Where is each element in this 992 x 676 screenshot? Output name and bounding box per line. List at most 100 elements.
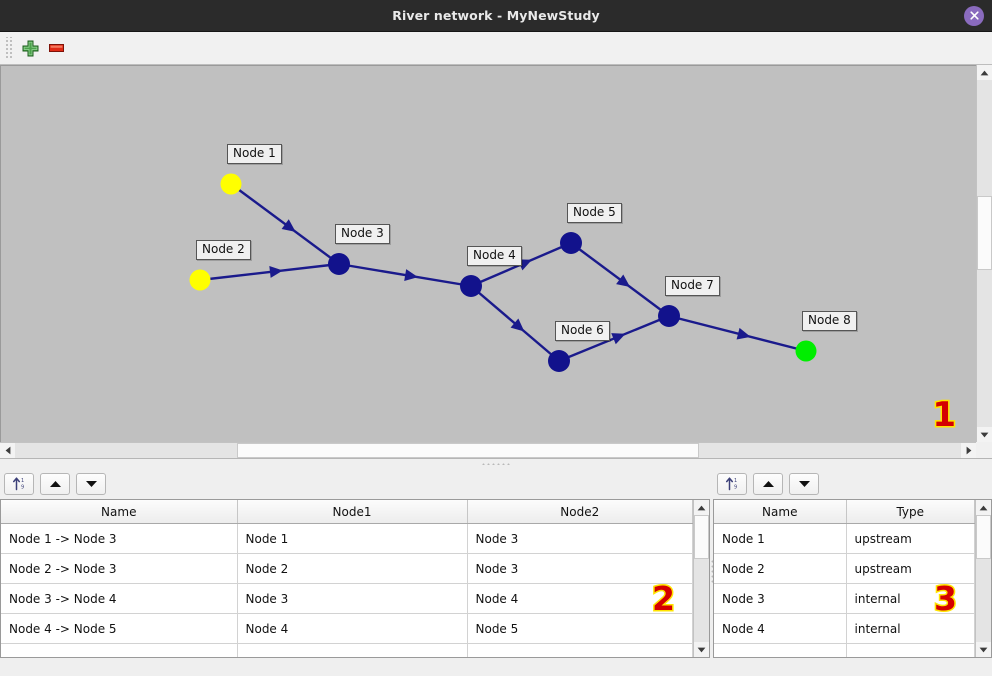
table-cell[interactable]: Node 1	[714, 523, 847, 554]
canvas-hscroll-track[interactable]	[15, 443, 961, 458]
node-label-node-6[interactable]: Node 6	[555, 321, 610, 341]
table-cell[interactable]: Node 2 -> Node 3	[1, 553, 238, 584]
table-cell-empty[interactable]	[714, 643, 847, 657]
scroll-down-icon[interactable]	[977, 427, 992, 442]
node-label-node-5[interactable]: Node 5	[567, 203, 622, 223]
table-cell[interactable]: Node 3 -> Node 4	[1, 583, 238, 614]
add-plus-icon[interactable]	[17, 35, 43, 61]
network-edge[interactable]	[230, 183, 340, 265]
nodes-col-type[interactable]: Type	[846, 500, 975, 524]
network-node-node-5[interactable]	[560, 232, 582, 254]
nodes-vscroll-thumb[interactable]	[975, 515, 991, 559]
table-cell[interactable]: Node 5	[467, 613, 693, 644]
svg-text:9: 9	[21, 485, 24, 491]
table-cell[interactable]: Node 3	[237, 583, 468, 614]
reaches-col-node1[interactable]: Node1	[237, 500, 468, 524]
toolbar-drag-handle[interactable]	[4, 37, 12, 59]
network-edge[interactable]	[668, 314, 807, 353]
scroll-right-icon[interactable]	[961, 443, 976, 458]
table-cell[interactable]: Node 2	[237, 553, 468, 584]
network-node-node-3[interactable]	[328, 253, 350, 275]
node-table-row-empty[interactable]	[714, 643, 975, 657]
network-edge[interactable]	[338, 262, 472, 288]
river-network-diagram[interactable]: Node 1 Node 2 Node 3 Node 4 Node 5 Node 6 Node…	[0, 65, 976, 442]
move-up-button[interactable]	[40, 472, 70, 495]
annotation-marker-3: 3	[932, 579, 958, 618]
canvas-hscroll-thumb[interactable]	[237, 443, 699, 458]
table-cell-empty[interactable]	[467, 643, 693, 657]
reaches-vscroll-track[interactable]	[694, 515, 709, 642]
network-node-node-8[interactable]	[795, 340, 817, 362]
svg-text:1: 1	[734, 478, 737, 484]
canvas-vertical-scrollbar[interactable]	[976, 65, 992, 442]
table-cell[interactable]: Node 4	[467, 583, 693, 614]
nodes-sort-ascending-icon[interactable]: 1 9	[717, 472, 747, 495]
table-cell[interactable]: Node 3	[714, 583, 847, 614]
vertical-splitter[interactable]	[710, 468, 713, 676]
scroll-left-icon[interactable]	[0, 443, 15, 458]
table-cell[interactable]: Node 2	[714, 553, 847, 584]
table-cell[interactable]: internal	[846, 583, 975, 614]
node-label-node-1[interactable]: Node 1	[227, 144, 282, 164]
canvas-horizontal-scrollbar[interactable]	[0, 442, 976, 458]
node-label-node-3[interactable]: Node 3	[335, 224, 390, 244]
close-icon[interactable]	[964, 5, 984, 26]
nodes-move-down-button[interactable]	[789, 472, 819, 495]
nodes-vscroll-track[interactable]	[975, 515, 991, 642]
node-label-node-7[interactable]: Node 7	[665, 276, 720, 296]
reaches-vscroll-thumb[interactable]	[694, 515, 709, 559]
table-cell-empty[interactable]	[1, 643, 238, 657]
canvas-vscroll-track[interactable]	[977, 80, 992, 427]
node-label-node-2[interactable]: Node 2	[196, 240, 251, 260]
reach-table-row-empty[interactable]	[1, 643, 693, 657]
table-cell[interactable]: Node 3	[467, 553, 693, 584]
reaches-col-name[interactable]: Name	[1, 500, 238, 524]
node-label-node-4[interactable]: Node 4	[467, 246, 522, 266]
network-node-node-2[interactable]	[189, 269, 211, 291]
table-cell[interactable]: Node 4	[714, 613, 847, 644]
network-node-node-7[interactable]	[658, 305, 680, 327]
reaches-vertical-scrollbar[interactable]: 2	[651, 500, 709, 657]
nodes-move-up-button[interactable]	[753, 472, 783, 495]
network-node-node-4[interactable]	[460, 275, 482, 297]
table-cell[interactable]: Node 4	[237, 613, 468, 644]
table-cell[interactable]: Node 3	[467, 523, 693, 554]
nodes-vertical-scrollbar[interactable]: 3	[932, 500, 991, 657]
sort-ascending-icon[interactable]: 1 9	[4, 472, 34, 495]
remove-minus-icon[interactable]	[43, 35, 69, 61]
horizontal-splitter[interactable]	[0, 458, 992, 468]
reaches-scroll-up-icon[interactable]	[694, 500, 709, 515]
reaches-scroll-down-icon[interactable]	[694, 642, 709, 657]
vertical-splitter-grip-icon	[710, 559, 713, 585]
table-cell[interactable]: Node 1	[237, 523, 468, 554]
move-down-button[interactable]	[76, 472, 106, 495]
table-cell[interactable]: internal	[846, 613, 975, 644]
table-cell[interactable]: upstream	[846, 553, 975, 584]
scroll-up-icon[interactable]	[977, 65, 992, 80]
network-node-node-6[interactable]	[548, 350, 570, 372]
table-cell-empty[interactable]	[846, 643, 975, 657]
reaches-col-node2[interactable]: Node2	[467, 500, 693, 524]
table-cell[interactable]: upstream	[846, 523, 975, 554]
table-cell[interactable]: Node 4 -> Node 5	[1, 613, 238, 644]
canvas-vscroll-thumb[interactable]	[977, 196, 992, 270]
nodes-col-name[interactable]: Name	[714, 500, 847, 524]
table-cell-empty[interactable]	[237, 643, 468, 657]
network-edge[interactable]	[199, 262, 340, 282]
nodes-scroll-up-icon[interactable]	[975, 500, 991, 515]
network-node-node-1[interactable]	[220, 173, 242, 195]
node-label-node-8[interactable]: Node 8	[802, 311, 857, 331]
table-cell[interactable]: Node 1 -> Node 3	[1, 523, 238, 554]
nodes-scroll-down-icon[interactable]	[975, 642, 991, 657]
